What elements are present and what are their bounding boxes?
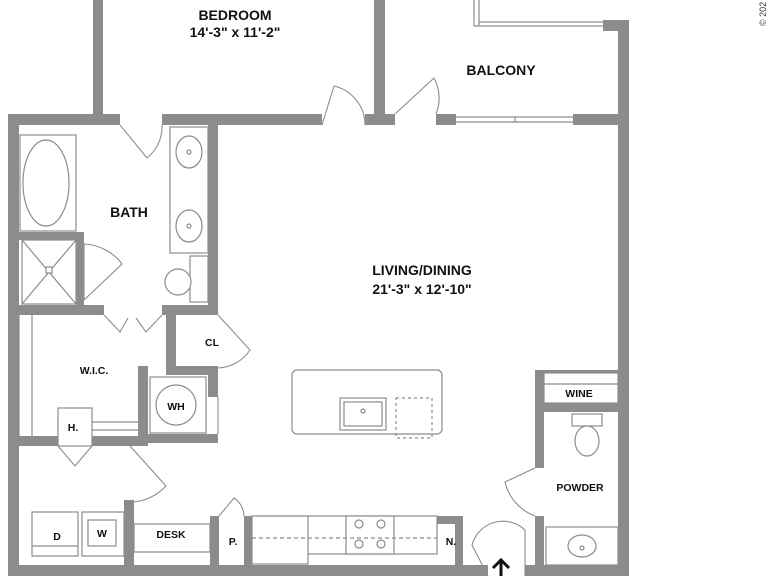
living-size: 21'-3" x 12'-10" [372, 281, 471, 297]
copyright-text: © 202 [758, 2, 768, 26]
h-label: H. [68, 422, 79, 434]
living-label: LIVING/DINING [372, 262, 472, 278]
p-label: P. [229, 536, 238, 548]
fixtures [18, 126, 619, 576]
room-labels: BEDROOM 14'-3" x 11'-2" BALCONY BATH LIV… [53, 7, 604, 548]
bedroom-size: 14'-3" x 11'-2" [190, 24, 281, 40]
n-label: N. [446, 536, 457, 548]
balcony-label: BALCONY [466, 62, 536, 78]
balcony-glazing [377, 0, 603, 123]
cl-label: CL [205, 337, 220, 349]
wine-label: WINE [565, 388, 592, 400]
desk-label: DESK [156, 529, 186, 541]
walls [8, 0, 629, 576]
bath-label: BATH [110, 204, 148, 220]
wh-label: WH [167, 401, 185, 413]
bedroom-label: BEDROOM [198, 7, 271, 23]
w-label: W [97, 528, 107, 540]
d-label: D [53, 531, 61, 543]
wic-label: W.I.C. [80, 365, 109, 377]
doors [57, 77, 536, 576]
powder-label: POWDER [556, 482, 604, 494]
